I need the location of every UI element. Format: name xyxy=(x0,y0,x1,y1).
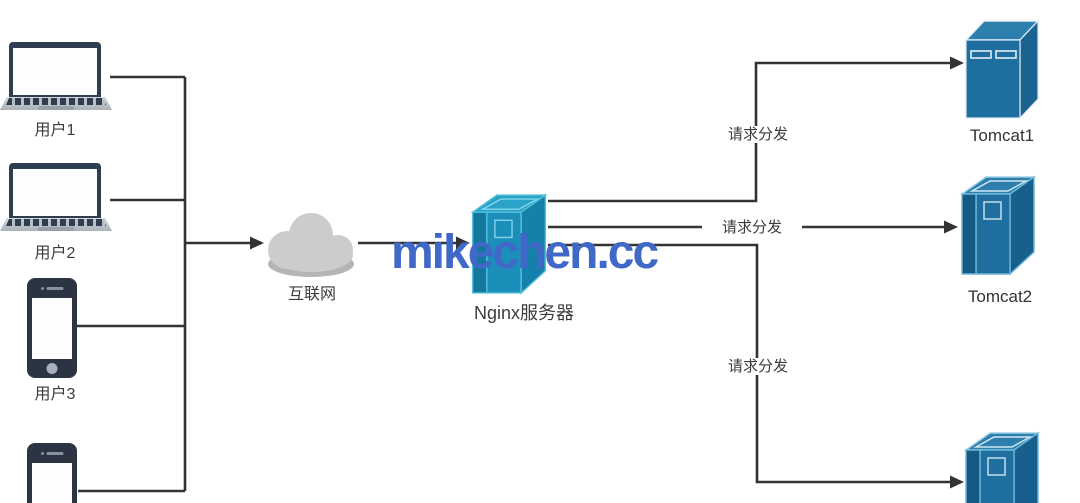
tomcat2-server-icon xyxy=(959,175,1037,276)
dispatch-label-1: 请求分发 xyxy=(708,126,808,144)
user4-phone-icon xyxy=(27,443,77,503)
user1-label: 用户1 xyxy=(34,122,76,139)
tomcat3-server-icon xyxy=(963,431,1041,503)
arrow-to-internet-icon xyxy=(250,236,264,250)
laptop-trackpad xyxy=(38,106,74,110)
tomcat1-label: Tomcat1 xyxy=(969,126,1035,145)
tomcat1-server-icon xyxy=(964,19,1040,120)
user1-laptop-icon xyxy=(0,42,112,116)
nginx-label: Nginx服务器 xyxy=(473,303,575,323)
laptop-trackpad xyxy=(38,227,74,231)
laptop-screen xyxy=(9,42,101,99)
watermark-text: mikechen.cc xyxy=(391,226,659,279)
phone-camera xyxy=(41,287,44,290)
phone-screen xyxy=(32,298,72,359)
laptop-screen xyxy=(9,163,101,220)
phone-speaker xyxy=(46,452,63,455)
arrow-to-nginx-icon xyxy=(456,236,470,250)
user3-label: 用户3 xyxy=(34,386,76,403)
internet-label: 互联网 xyxy=(287,286,336,303)
nginx-server-icon xyxy=(470,193,548,295)
phone-screen xyxy=(32,463,72,503)
arrow-to-tomcat1-icon xyxy=(950,56,964,70)
arrow-to-tomcat3-icon xyxy=(950,475,964,489)
phone-home-button xyxy=(46,363,58,374)
phone-speaker xyxy=(46,287,63,290)
laptop-keyboard xyxy=(6,98,106,105)
dispatch-label-3: 请求分发 xyxy=(708,358,808,376)
dispatch-label-2: 请求分发 xyxy=(702,219,802,237)
phone-camera xyxy=(41,452,44,455)
user3-phone-icon xyxy=(27,278,77,378)
internet-cloud-icon xyxy=(268,213,354,277)
tomcat2-label: Tomcat2 xyxy=(967,287,1033,306)
arrow-to-tomcat2-icon xyxy=(944,220,958,234)
laptop-keyboard xyxy=(6,219,106,226)
user2-label: 用户2 xyxy=(34,245,76,262)
user2-laptop-icon xyxy=(0,163,112,237)
